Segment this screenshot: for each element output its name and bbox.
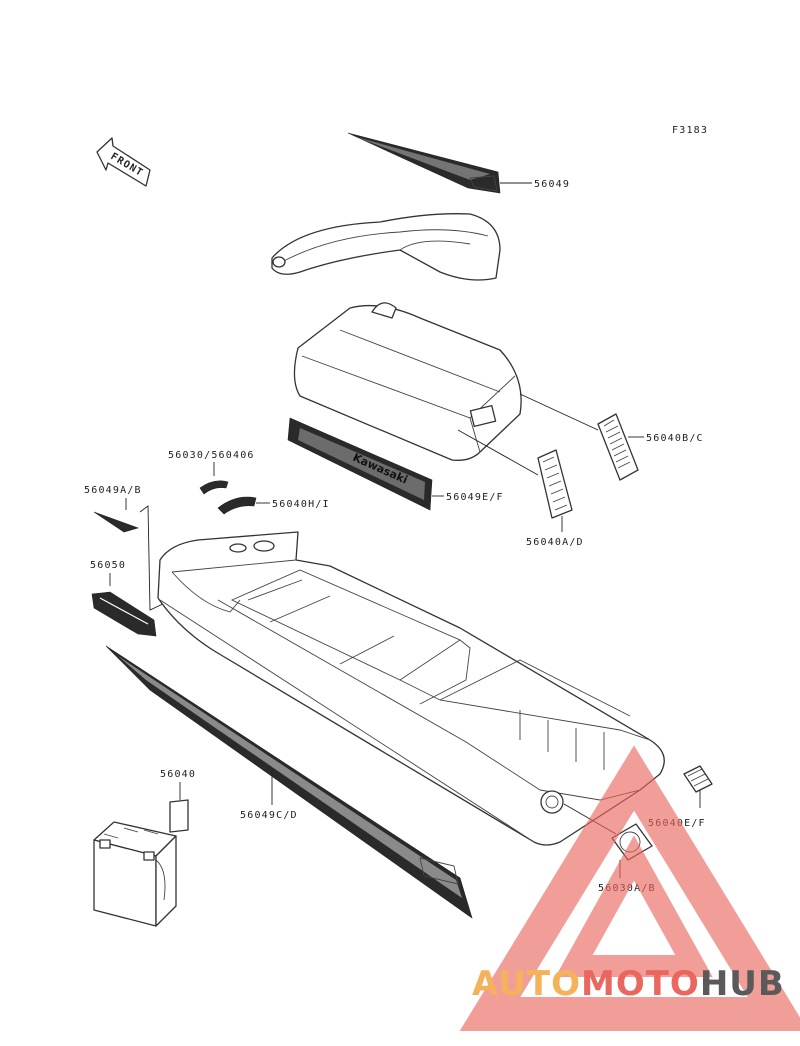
watermark-part3: HUB (700, 964, 785, 1004)
label-56049EF: 56049E/F (446, 492, 504, 503)
watermark-logo (459, 745, 800, 1031)
label-56030: 56030/560406 (168, 450, 255, 461)
emblem-56050 (91, 591, 157, 637)
curved-decal-56030 (199, 480, 229, 495)
curved-decal-56040HI (217, 496, 257, 515)
label-56049CD: 56049C/D (240, 810, 298, 821)
hull (157, 531, 665, 846)
decal-56049AB (93, 511, 139, 533)
label-56049AB: 56049A/B (84, 485, 142, 496)
label-56040HI: 56040H/I (272, 499, 330, 510)
front-arrow-icon: FRONT (96, 137, 151, 187)
figure-code: F3183 (672, 125, 708, 136)
seat (271, 213, 501, 281)
label-56040: 56040 (160, 769, 196, 780)
label-56050: 56050 (90, 560, 126, 571)
stripe-decal-56049 (347, 132, 501, 194)
engine-cover (293, 302, 522, 461)
label-56040BC: 56040B/C (646, 433, 704, 444)
label-56049: 56049 (534, 179, 570, 190)
battery (93, 821, 177, 927)
hull-stripe-56049CD (105, 645, 473, 919)
watermark-text: AUTOMOTOHUB (472, 964, 785, 1004)
grip-pad-56040AD (537, 449, 573, 519)
watermark-part1: AUTO (472, 964, 581, 1004)
battery-label-56040 (169, 799, 189, 833)
label-56040AD: 56040A/D (526, 537, 584, 548)
watermark-part2: MOTO (581, 964, 700, 1004)
grip-pad-56040BC (597, 413, 639, 481)
side-decal-56049EF: Kawasaki (287, 417, 433, 511)
grip-pad-56040EF (683, 765, 713, 793)
